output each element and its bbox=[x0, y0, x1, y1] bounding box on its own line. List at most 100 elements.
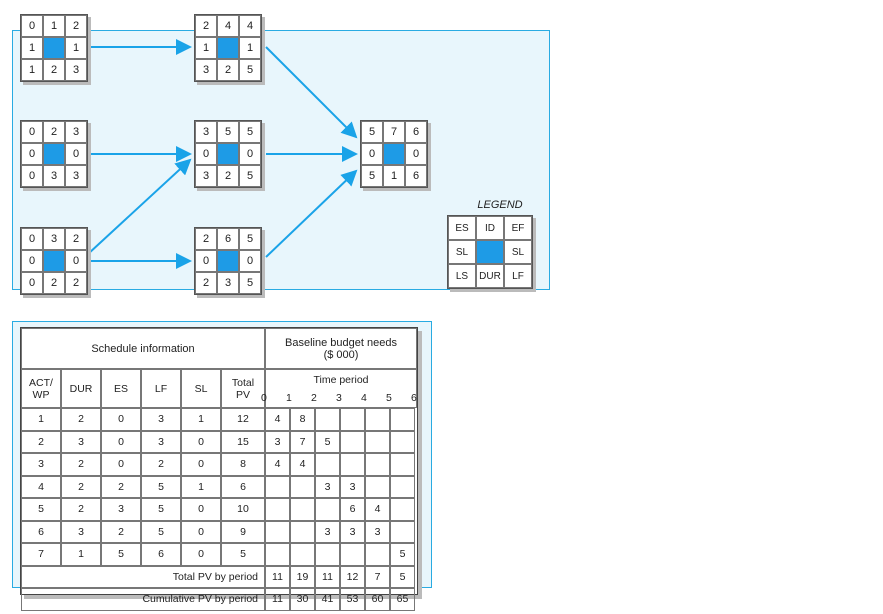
cell-period-1 bbox=[265, 498, 290, 521]
node-es: 5 bbox=[361, 121, 383, 143]
node-dur: 2 bbox=[43, 59, 65, 81]
cell-period-6: 5 bbox=[390, 543, 415, 566]
node-es: 2 bbox=[195, 15, 217, 37]
column-header-dur: DUR bbox=[61, 369, 101, 408]
period-tick-1: 1 bbox=[286, 392, 292, 404]
cell-dur: 3 bbox=[61, 430, 101, 453]
node-id-swatch bbox=[43, 37, 65, 59]
node-sl-right: 1 bbox=[65, 37, 87, 59]
legend-ef: EF bbox=[504, 216, 532, 240]
legend-dur: DUR bbox=[476, 264, 504, 288]
cell-es: 2 bbox=[101, 520, 141, 543]
node-ef: 5 bbox=[239, 121, 261, 143]
node-ls: 0 bbox=[21, 165, 43, 187]
cell-period-5: 4 bbox=[365, 498, 390, 521]
cell-period-5 bbox=[365, 543, 390, 566]
cell-lf: 5 bbox=[141, 475, 181, 498]
cell-total-pv: 9 bbox=[221, 520, 265, 543]
node-sl-left: 0 bbox=[361, 143, 383, 165]
cell-period-1: 4 bbox=[265, 408, 290, 431]
node-dur: 1 bbox=[383, 165, 405, 187]
budget-header-title: Baseline budget needs bbox=[285, 336, 397, 349]
cumulative-pv-period-4: 53 bbox=[340, 588, 365, 611]
node-id: 3 bbox=[43, 228, 65, 250]
node-es: 0 bbox=[21, 121, 43, 143]
node-ls: 3 bbox=[195, 165, 217, 187]
node-lf: 3 bbox=[65, 59, 87, 81]
cell-period-6 bbox=[390, 475, 415, 498]
period-tick-0: 0 bbox=[261, 392, 267, 404]
cell-total-pv: 12 bbox=[221, 408, 265, 431]
cell-es: 0 bbox=[101, 430, 141, 453]
cell-period-2: 8 bbox=[290, 408, 315, 431]
cell-period-4 bbox=[340, 453, 365, 476]
cell-period-3 bbox=[315, 498, 340, 521]
cell-period-1: 3 bbox=[265, 430, 290, 453]
cell-es: 5 bbox=[101, 543, 141, 566]
cell-period-6 bbox=[390, 408, 415, 431]
cell-sl: 1 bbox=[181, 408, 221, 431]
cell-total-pv: 15 bbox=[221, 430, 265, 453]
node-sl-right: 0 bbox=[239, 250, 261, 272]
node-id-swatch bbox=[217, 143, 239, 165]
cell-act-wp: 3 bbox=[21, 453, 61, 476]
cell-sl: 0 bbox=[181, 543, 221, 566]
cell-sl: 0 bbox=[181, 430, 221, 453]
cell-total-pv: 10 bbox=[221, 498, 265, 521]
node-sl-right: 0 bbox=[405, 143, 427, 165]
node-ls: 5 bbox=[361, 165, 383, 187]
cell-period-2 bbox=[290, 475, 315, 498]
cell-period-3 bbox=[315, 453, 340, 476]
cell-lf: 3 bbox=[141, 408, 181, 431]
budget-header-unit: ($ 000) bbox=[323, 348, 359, 361]
node-es: 3 bbox=[195, 121, 217, 143]
node-sl-right: 0 bbox=[65, 250, 87, 272]
cell-period-3 bbox=[315, 408, 340, 431]
activity-node-4: 2 4 4 1 1 3 2 5 bbox=[194, 14, 262, 82]
cell-dur: 2 bbox=[61, 498, 101, 521]
cell-sl: 0 bbox=[181, 453, 221, 476]
cell-period-6 bbox=[390, 498, 415, 521]
arrow-4-7 bbox=[265, 46, 358, 139]
cell-sl: 1 bbox=[181, 475, 221, 498]
cell-period-5 bbox=[365, 430, 390, 453]
cell-total-pv: 5 bbox=[221, 543, 265, 566]
cell-lf: 3 bbox=[141, 430, 181, 453]
cell-sl: 0 bbox=[181, 498, 221, 521]
node-dur: 3 bbox=[217, 272, 239, 294]
column-header-lf: LF bbox=[141, 369, 181, 408]
cell-lf: 2 bbox=[141, 453, 181, 476]
activity-node-6: 2 6 5 0 0 2 3 5 bbox=[194, 227, 262, 295]
column-header-sl: SL bbox=[181, 369, 221, 408]
arrow-6-7 bbox=[265, 169, 358, 258]
node-es: 0 bbox=[21, 228, 43, 250]
cumulative-pv-period-5: 60 bbox=[365, 588, 390, 611]
node-sl-left: 1 bbox=[21, 37, 43, 59]
node-lf: 5 bbox=[239, 272, 261, 294]
node-ls: 2 bbox=[195, 272, 217, 294]
activity-node-1: 0 1 2 1 1 1 2 3 bbox=[20, 14, 88, 82]
node-lf: 5 bbox=[239, 165, 261, 187]
cell-dur: 3 bbox=[61, 520, 101, 543]
cell-period-6 bbox=[390, 453, 415, 476]
cell-period-5 bbox=[365, 453, 390, 476]
node-lf: 5 bbox=[239, 59, 261, 81]
node-ef: 2 bbox=[65, 228, 87, 250]
node-id: 5 bbox=[217, 121, 239, 143]
legend-id: ID bbox=[476, 216, 504, 240]
node-ls: 0 bbox=[21, 272, 43, 294]
node-id-swatch bbox=[217, 37, 239, 59]
legend: ES ID EF SL SL LS DUR LF bbox=[447, 215, 533, 289]
total-pv-period-4: 12 bbox=[340, 565, 365, 588]
legend-sl-left: SL bbox=[448, 240, 476, 264]
cell-period-4: 3 bbox=[340, 520, 365, 543]
cell-period-2 bbox=[290, 498, 315, 521]
time-period-label: Time period bbox=[313, 374, 369, 386]
total-pv-period-1: 11 bbox=[265, 565, 290, 588]
node-ef: 5 bbox=[239, 228, 261, 250]
cell-period-3: 5 bbox=[315, 430, 340, 453]
node-id: 7 bbox=[383, 121, 405, 143]
node-id-swatch bbox=[383, 143, 405, 165]
cell-dur: 2 bbox=[61, 475, 101, 498]
